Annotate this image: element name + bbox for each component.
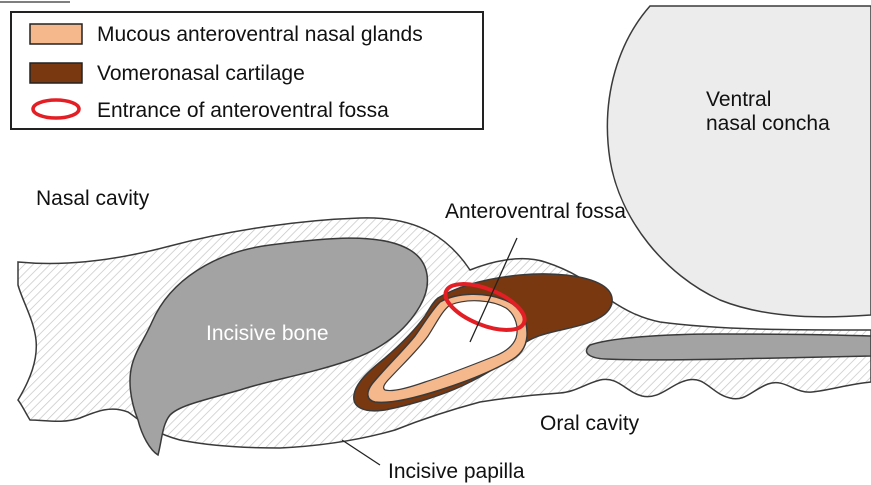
label-ventral-concha-1: Ventral (706, 88, 771, 111)
legend-label-entrance: Entrance of anteroventral fossa (97, 99, 389, 122)
palatal-rod (586, 334, 871, 360)
label-nasal-cavity: Nasal cavity (36, 187, 150, 210)
legend: Mucous anteroventral nasal glands Vomero… (0, 2, 483, 129)
label-oral-cavity: Oral cavity (540, 412, 640, 435)
label-ventral-concha-2: nasal concha (706, 112, 830, 135)
legend-swatch-mucous-glands (30, 24, 82, 44)
legend-swatch-cartilage (30, 63, 82, 83)
legend-label-mucous-glands: Mucous anteroventral nasal glands (97, 23, 423, 46)
ventral-nasal-concha (607, 6, 871, 317)
legend-label-cartilage: Vomeronasal cartilage (97, 62, 305, 85)
label-incisive-bone: Incisive bone (206, 322, 329, 345)
label-incisive-papilla: Incisive papilla (388, 460, 525, 483)
label-anteroventral-fossa: Anteroventral fossa (445, 200, 626, 223)
papilla-leader-line (342, 440, 380, 465)
